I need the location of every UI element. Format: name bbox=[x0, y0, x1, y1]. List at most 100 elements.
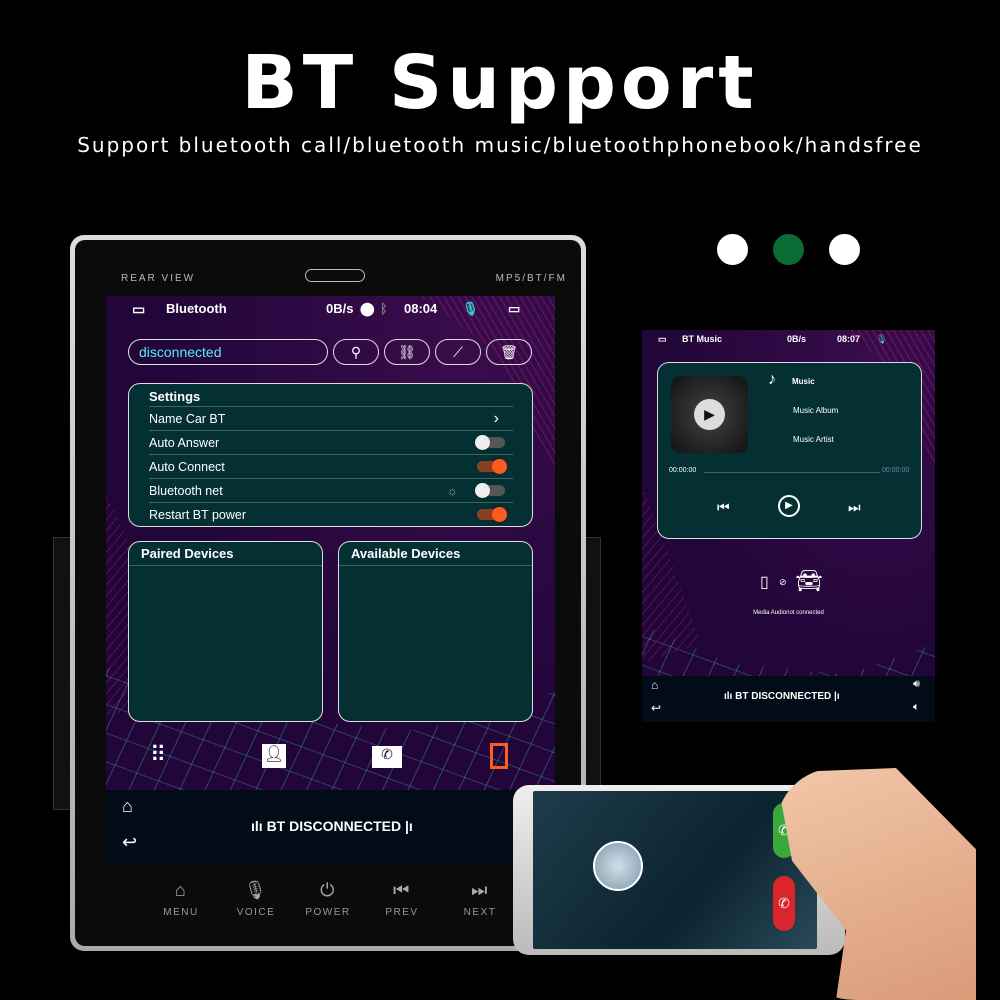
trash-icon: 🗑︎ bbox=[500, 343, 518, 360]
bluetooth-screen: ▭ Bluetooth 0B/s ⬤ ᛒ 08:04 🎙︎ ▭ disconne… bbox=[106, 296, 555, 790]
bluetooth-icon: ᛒ bbox=[380, 301, 388, 316]
setting-restart-bt[interactable]: Restart BT power bbox=[149, 502, 513, 526]
menu-label: MENU bbox=[163, 907, 199, 918]
car-icon: 🚘︎ bbox=[795, 568, 823, 593]
mic-icon[interactable]: 🎙︎ bbox=[876, 334, 888, 344]
color-option-white[interactable] bbox=[717, 234, 748, 265]
auto-answer-toggle[interactable] bbox=[475, 435, 505, 450]
bulb-icon: ☼ bbox=[446, 483, 458, 498]
play-circle-icon[interactable]: ▶ bbox=[694, 399, 725, 430]
music-bottom-bar: ⌂ ↩ ılı BT DISCONNECTED |ı 🔊︎ 🔈︎ bbox=[642, 676, 935, 722]
album-art: ▶ bbox=[671, 376, 748, 453]
side-bracket-right bbox=[585, 537, 601, 810]
contacts-icon[interactable]: 👤︎ bbox=[262, 744, 286, 768]
apps-icon[interactable]: ▭ bbox=[132, 301, 146, 317]
setting-name[interactable]: Name Car BT › bbox=[149, 406, 513, 430]
setting-label: Auto Answer bbox=[149, 435, 220, 450]
back-icon[interactable]: ↩ bbox=[122, 832, 138, 852]
bt-status: ılı BT DISCONNECTED |ı bbox=[251, 818, 413, 834]
decline-call-button[interactable]: ✆ bbox=[773, 876, 795, 931]
bluetooth-net-toggle[interactable] bbox=[475, 483, 505, 498]
track-album: Music Album bbox=[793, 406, 839, 415]
next-track-icon[interactable]: ⏭ bbox=[848, 499, 861, 515]
play-button-icon[interactable]: ▶ bbox=[778, 495, 800, 517]
restart-bt-toggle[interactable] bbox=[477, 507, 507, 522]
power-label: POWER bbox=[305, 907, 351, 918]
setting-label: Bluetooth net bbox=[149, 483, 223, 498]
track-artist: Music Artist bbox=[793, 435, 834, 444]
mic-icon[interactable]: 🎙︎ bbox=[462, 301, 479, 316]
voice-label: VOICE bbox=[236, 907, 276, 918]
home-outline-icon: ⌂ bbox=[174, 880, 188, 900]
volume-down-icon[interactable]: 🔈︎ bbox=[913, 701, 920, 713]
setting-label: Restart BT power bbox=[149, 507, 247, 522]
home-icon[interactable]: ⌂ bbox=[122, 796, 133, 816]
settings-panel: Settings Name Car BT › Auto Answer Auto C… bbox=[128, 383, 533, 527]
location-icon: ⬤ bbox=[360, 301, 375, 316]
connection-status: Media Audionot connected bbox=[753, 610, 824, 616]
menu-button[interactable]: ⌂ MENU bbox=[151, 880, 211, 918]
setting-bluetooth-net[interactable]: Bluetooth net ☼ bbox=[149, 478, 513, 502]
microphone-icon: 🎙︎ bbox=[243, 880, 269, 900]
dialpad-icon[interactable]: ⠿ bbox=[150, 742, 167, 767]
signal-bars-icon: |ı bbox=[401, 818, 413, 834]
page-title: BT Support bbox=[241, 40, 759, 126]
time-total: 00:00:00 bbox=[882, 467, 910, 474]
status-speed: 0B/s bbox=[787, 334, 807, 344]
color-option-white-2[interactable] bbox=[829, 234, 860, 265]
progress-bar[interactable] bbox=[704, 472, 880, 473]
setting-label: Auto Connect bbox=[149, 459, 225, 474]
home-icon[interactable]: ⌂ bbox=[651, 678, 659, 692]
head-unit-bottom-bar: ⌂ ↩ ılı BT DISCONNECTED |ı bbox=[106, 790, 555, 862]
volume-up-icon[interactable]: 🔊︎ bbox=[913, 678, 920, 690]
disconnect-button[interactable]: ⟋ bbox=[435, 339, 481, 365]
search-button[interactable]: ⚲ bbox=[333, 339, 379, 365]
phone-bluetooth-icon[interactable] bbox=[490, 743, 508, 769]
device-name-field[interactable]: disconnected bbox=[128, 339, 328, 365]
bt-status-text: BT DISCONNECTED bbox=[266, 818, 402, 834]
paired-devices-panel: Paired Devices bbox=[128, 541, 323, 722]
status-time: 08:07 bbox=[837, 334, 861, 344]
voice-button[interactable]: 🎙︎ VOICE bbox=[226, 880, 286, 918]
chevron-right-icon: › bbox=[493, 409, 499, 427]
setting-label: Name Car BT bbox=[149, 411, 226, 426]
status-speed: 0B/s bbox=[326, 301, 354, 316]
track-title: Music bbox=[792, 377, 815, 386]
link-icon: ⛓ bbox=[398, 343, 416, 360]
prev-label: PREV bbox=[385, 907, 419, 918]
music-note-icon: ♪ bbox=[768, 371, 776, 388]
color-option-green[interactable] bbox=[773, 234, 804, 265]
bt-music-screen: ▭ BT Music 0B/s 08:07 🎙︎ ▶ ♪ Music Music… bbox=[642, 330, 935, 722]
signal-bars-icon: ılı bbox=[251, 818, 267, 834]
apps-icon[interactable]: ▭ bbox=[658, 334, 667, 344]
signal-bars-icon: ılı bbox=[724, 691, 736, 702]
available-devices-panel: Available Devices bbox=[338, 541, 533, 722]
back-icon[interactable]: ↩ bbox=[651, 701, 662, 715]
unlink-icon: ⟋ bbox=[453, 343, 463, 360]
connect-button[interactable]: ⛓ bbox=[384, 339, 430, 365]
next-icon: ⏭ bbox=[471, 880, 489, 900]
bt-status: ılı BT DISCONNECTED |ı bbox=[724, 691, 840, 702]
incoming-call-screen: ✆ ✆ bbox=[533, 791, 817, 949]
previous-track-icon[interactable]: ⏮ bbox=[717, 499, 730, 515]
time-elapsed: 00:00:00 bbox=[669, 467, 697, 474]
blocked-icon: ⊘ bbox=[779, 577, 787, 587]
next-button[interactable]: ⏭ NEXT bbox=[450, 880, 510, 918]
auto-connect-toggle[interactable] bbox=[477, 459, 507, 474]
next-label: NEXT bbox=[463, 907, 497, 918]
sd-slot bbox=[305, 269, 365, 282]
recent-apps-icon[interactable]: ▭ bbox=[508, 301, 521, 316]
call-log-icon[interactable]: ✆ bbox=[372, 746, 402, 768]
setting-auto-connect[interactable]: Auto Connect bbox=[149, 454, 513, 478]
signal-bars-icon: |ı bbox=[831, 691, 840, 702]
music-player-card: ▶ ♪ Music Music Album Music Artist 00:00… bbox=[657, 362, 922, 539]
mode-label: MP5/BT/FM bbox=[495, 273, 567, 284]
page-subtitle: Support bluetooth call/bluetooth music/b… bbox=[77, 133, 923, 157]
prev-button[interactable]: ⏮PREV bbox=[372, 880, 432, 918]
power-button[interactable]: ⏻POWER bbox=[298, 880, 358, 918]
delete-button[interactable]: 🗑︎ bbox=[486, 339, 532, 365]
phone-bluetooth-icon: ▯ bbox=[760, 574, 769, 591]
settings-title: Settings bbox=[149, 389, 201, 404]
setting-auto-answer[interactable]: Auto Answer bbox=[149, 430, 513, 454]
rear-view-label: REAR VIEW bbox=[121, 273, 196, 284]
